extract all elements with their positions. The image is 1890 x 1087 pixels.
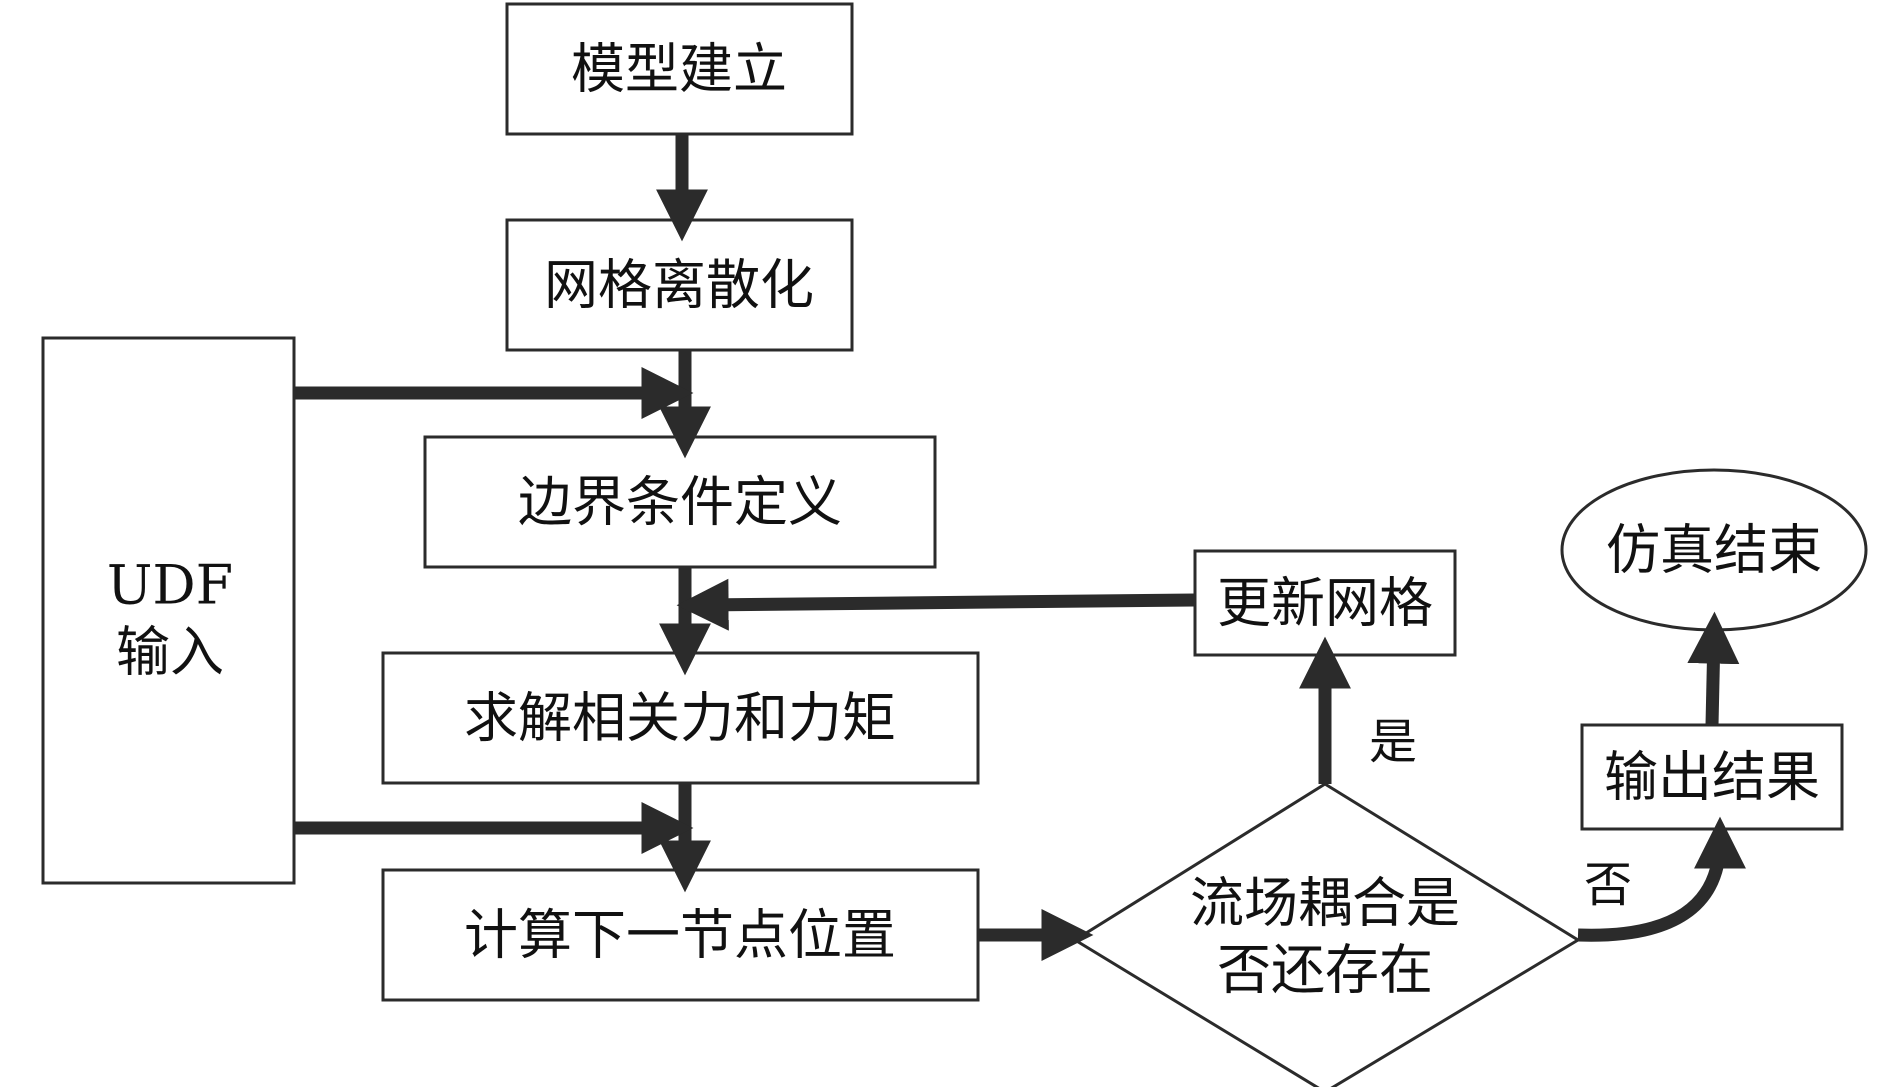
next-node-box	[381, 868, 980, 1002]
model-label: 模型建立	[571, 38, 787, 101]
arrow-update-to-solve-line	[676, 578, 1196, 631]
yes-label: 是	[1369, 714, 1417, 770]
solve-label: 求解相关力和力矩	[464, 687, 896, 750]
mesh-box	[505, 218, 854, 352]
output-box	[1580, 723, 1844, 831]
udf-label-line2: 输入	[116, 621, 224, 684]
decision-diamond	[1072, 782, 1581, 1087]
decision-label-line1: 流场耦合是	[1190, 872, 1460, 935]
next-node-label: 计算下一节点位置	[464, 904, 896, 967]
no-label: 否	[1584, 857, 1632, 913]
arrow-decision-no-to-output	[1577, 816, 1746, 942]
udf-label-line1: UDF	[107, 554, 233, 617]
update-mesh-label: 更新网格	[1217, 572, 1433, 635]
end-label: 仿真结束	[1606, 519, 1822, 582]
arrow-output-to-end	[1687, 611, 1740, 726]
model-box	[505, 2, 854, 136]
mesh-label: 网格离散化	[544, 254, 814, 317]
udf-box	[41, 336, 296, 885]
decision-label-line2: 否还存在	[1217, 939, 1433, 1002]
boundary-label: 边界条件定义	[518, 471, 842, 534]
output-label: 输出结果	[1604, 746, 1820, 809]
